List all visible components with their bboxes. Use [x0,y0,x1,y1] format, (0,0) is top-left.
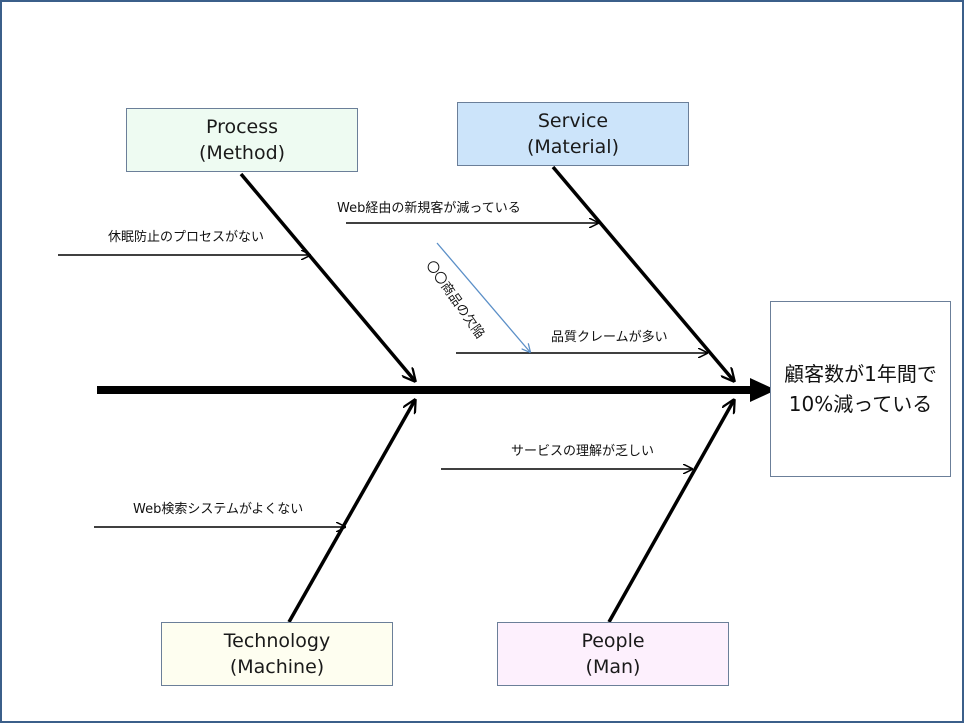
service-bone [551,165,734,381]
category-technology-box: Technology (Machine) [161,622,393,686]
effect-box: 顧客数が1年間で 10%減っている [770,301,951,477]
category-technology-title: Technology [223,630,331,652]
category-process-title: Process [205,116,279,138]
category-service-title: Service [537,110,609,132]
cause-people-1: サービスの理解が乏しい [511,444,655,459]
category-service-box: Service (Material) [457,102,689,166]
technology-bone [287,400,415,623]
cause-process-1: 休眠防止のプロセスがない [108,230,265,245]
category-people-subtitle: (Man) [585,656,641,678]
category-technology-subtitle: (Machine) [229,656,325,678]
process-bone [239,172,415,381]
category-service-subtitle: (Material) [526,136,619,158]
cause-service-1: Web経由の新規客が減っている [337,201,521,216]
sub-cause-line [436,242,530,352]
effect-line-2: 10%減っている [788,392,933,416]
spine-arrowhead [750,378,776,402]
category-people-title: People [581,630,645,652]
category-process-subtitle: (Method) [198,142,286,164]
people-bone [607,400,734,623]
effect-line-1: 顧客数が1年間で [784,362,937,386]
cause-service-2: 品質クレームが多い [551,330,668,345]
cause-technology-1: Web検索システムがよくない [133,502,304,517]
category-people-box: People (Man) [497,622,729,686]
category-process-box: Process (Method) [126,108,358,172]
